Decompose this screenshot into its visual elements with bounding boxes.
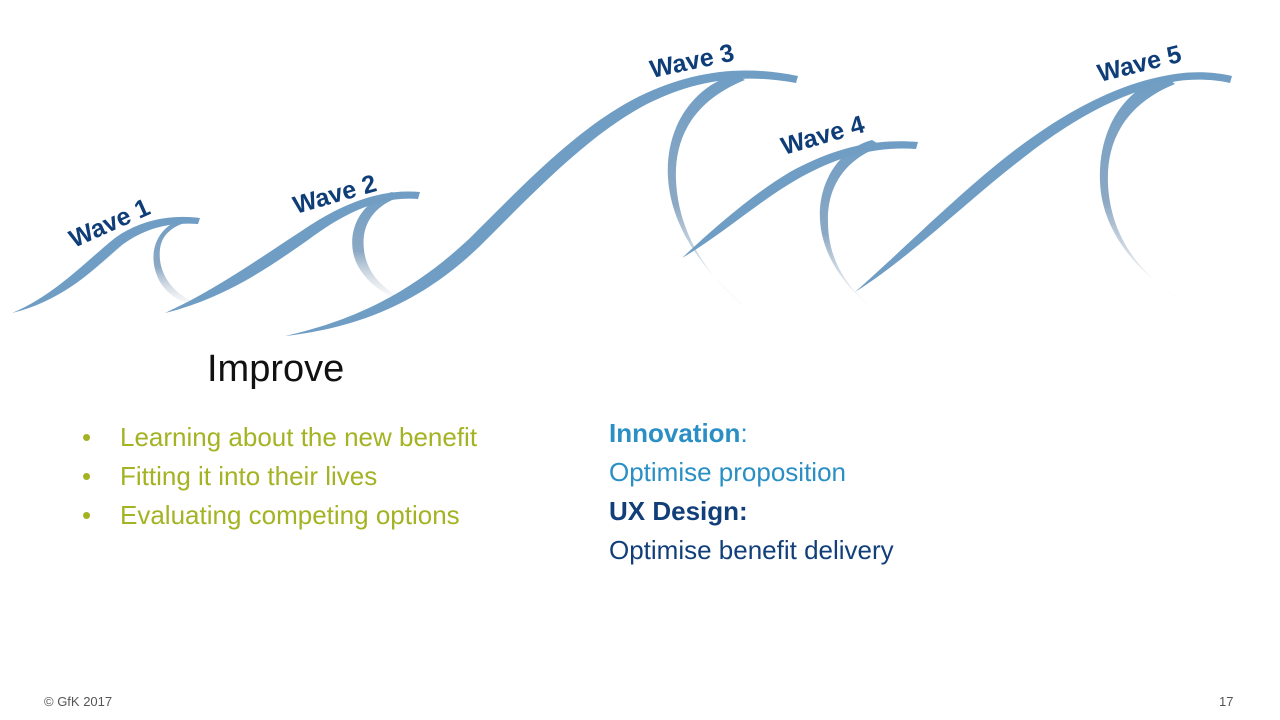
ux-design-text: Optimise benefit delivery <box>609 535 894 565</box>
bullet-item: Evaluating competing options <box>80 496 477 535</box>
focus-areas: Innovation: Optimise proposition UX Desi… <box>609 414 894 570</box>
wave-5: Wave 5 <box>855 40 1232 306</box>
bullet-list: Learning about the new benefit Fitting i… <box>80 418 477 535</box>
wave-1-curl <box>153 219 194 306</box>
wave-2: Wave 2 <box>165 169 420 313</box>
bullet-item: Learning about the new benefit <box>80 418 477 457</box>
innovation-colon: : <box>740 418 748 448</box>
wave-1-crest <box>12 216 200 313</box>
wave-2-crest <box>165 191 420 313</box>
innovation-text: Optimise proposition <box>609 457 846 487</box>
wave-1: Wave 1 <box>12 193 200 313</box>
waves-diagram: Wave 1 Wave 2 Wave 3 Wave 4 Wave 5 <box>12 39 1232 337</box>
wave-4-crest <box>682 141 918 258</box>
section-heading: Improve <box>207 348 345 390</box>
wave-3-curl <box>667 74 752 312</box>
wave-4-curl <box>819 140 882 312</box>
innovation-heading: Innovation: <box>609 414 894 453</box>
wave-5-crest <box>855 72 1232 292</box>
wave-5-curl <box>1099 76 1192 306</box>
copyright-text: © GfK 2017 <box>44 694 113 709</box>
innovation-title: Innovation <box>609 418 741 448</box>
bullet-item: Fitting it into their lives <box>80 457 477 496</box>
page-number: 17 <box>1219 694 1234 709</box>
wave-2-curl <box>352 192 402 300</box>
ux-design-title: UX Design: <box>609 496 748 526</box>
wave-4: Wave 4 <box>682 110 918 312</box>
